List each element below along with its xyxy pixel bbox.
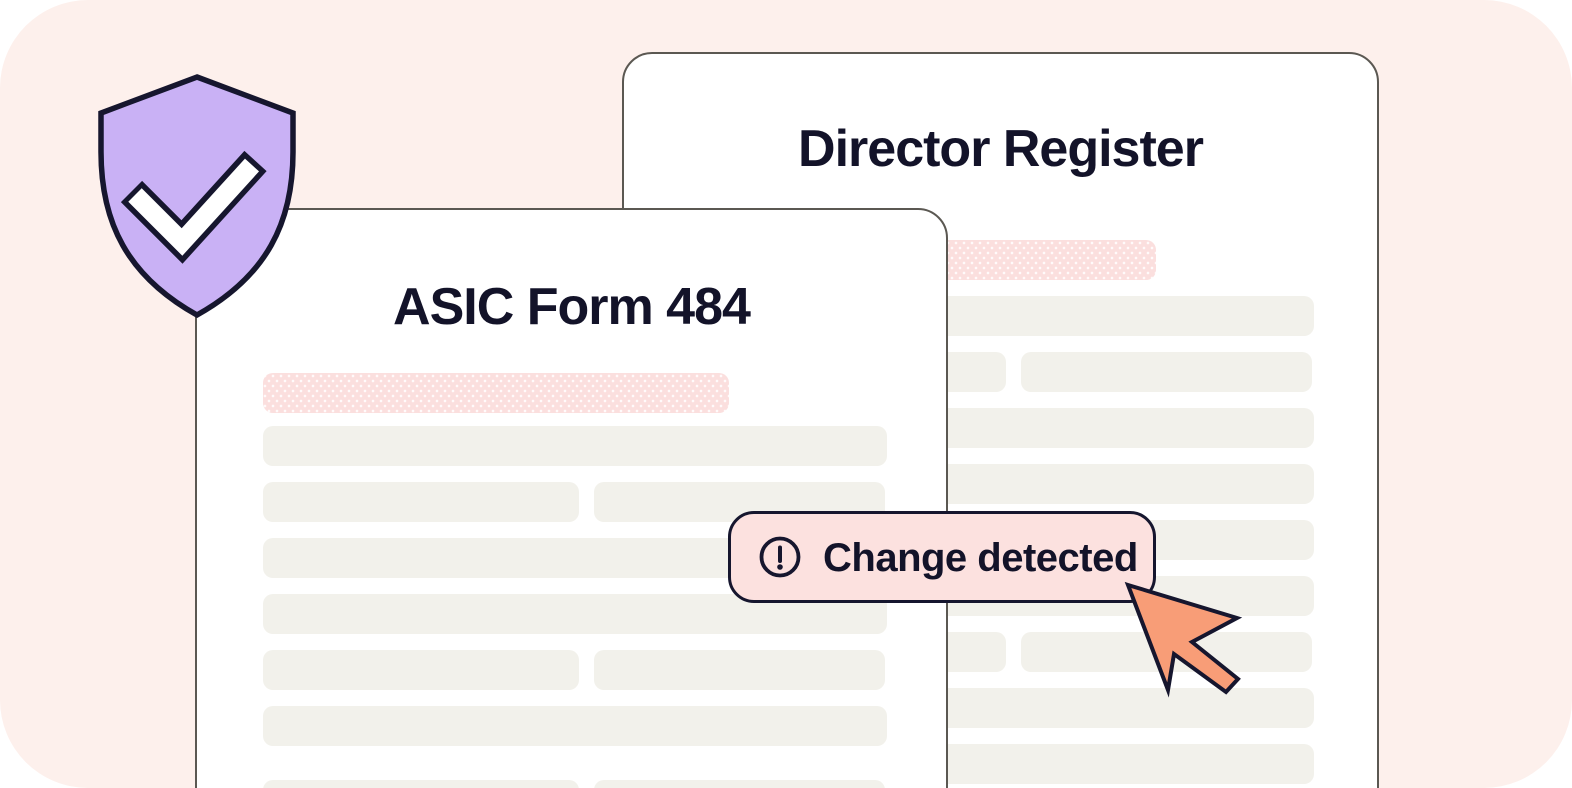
placeholder-bar — [263, 650, 579, 690]
placeholder-bar — [263, 706, 887, 746]
placeholder-bar — [1021, 352, 1312, 392]
placeholder-bar — [594, 780, 885, 788]
asic-form-484-card: ASIC Form 484 — [195, 208, 948, 788]
placeholder-bar — [263, 780, 579, 788]
placeholder-bar — [263, 482, 579, 522]
placeholder-bar — [594, 650, 885, 690]
pointer-cursor-icon — [1124, 581, 1243, 698]
highlighted-placeholder-bar — [263, 373, 729, 413]
change-detected-label: Change detected — [823, 535, 1138, 580]
change-detected-badge[interactable]: Change detected — [728, 511, 1156, 603]
verified-shield-check-icon — [98, 74, 296, 319]
director-register-title: Director Register — [798, 120, 1204, 178]
alert-circle-icon — [759, 536, 801, 578]
asic-form-484-title: ASIC Form 484 — [393, 278, 751, 336]
placeholder-bar — [263, 426, 887, 466]
